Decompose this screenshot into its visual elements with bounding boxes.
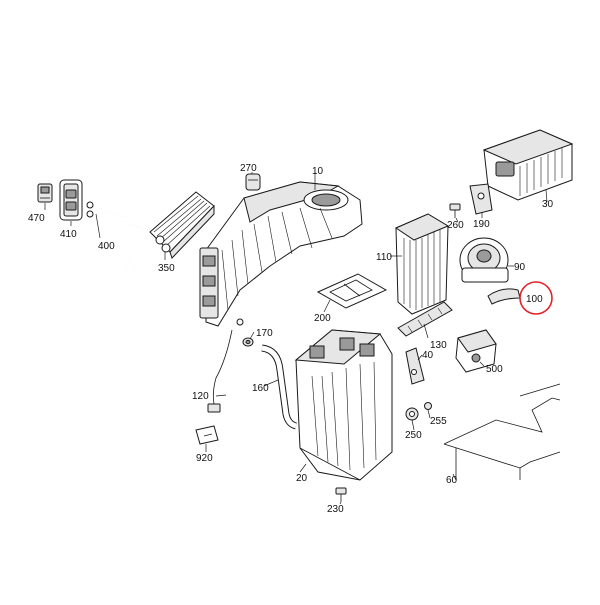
part-100-cover [487,288,521,305]
part-60-insulation-mat [443,383,561,480]
callout-260: 260 [447,220,464,231]
part-260-screw [449,203,461,218]
callout-200: 200 [314,313,331,324]
callout-250: 250 [405,430,422,441]
part-500-actuator [455,329,497,373]
part-120-sensor [207,329,233,413]
part-110-filter [394,213,450,315]
part-30-heater-unit [482,129,574,201]
leader-lines [44,172,548,505]
callout-410: 410 [60,229,77,240]
part-270-cap [245,173,261,191]
part-90-blower-motor [459,237,509,283]
part-920-connector [195,425,219,445]
callout-400: 400 [98,241,115,252]
part-470-connector [37,183,53,203]
callout-230: 230 [327,504,344,515]
callout-30: 30 [542,199,554,210]
callout-60: 60 [446,475,458,486]
callout-labels: 470 410 400 350 270 10 110 30 190 260 90… [28,163,554,515]
callout-110: 110 [376,252,392,263]
callout-255: 255 [430,416,447,427]
callout-40: 40 [422,350,434,361]
callout-10: 10 [312,166,324,177]
callout-20: 20 [296,473,308,484]
part-350-evaporator [149,191,215,259]
callout-190: 190 [473,219,490,230]
part-170-grommet [242,337,254,347]
part-410-seal [59,179,83,221]
callout-120: 120 [192,391,209,402]
part-230-screw [335,487,347,502]
part-10-upper-housing [199,181,363,327]
part-400-pipes [86,201,151,275]
callout-500: 500 [486,364,503,375]
callout-350: 350 [158,263,175,274]
callout-470: 470 [28,213,45,224]
part-160-hose [261,344,298,430]
callout-90: 90 [514,262,526,273]
part-20-lower-housing [294,329,393,481]
part-250-gear [405,407,419,421]
part-40-bracket [405,347,425,385]
callout-160: 160 [252,383,269,394]
part-130-seal-strip [397,301,453,337]
part-200-gasket [316,273,388,309]
highlight-ring [519,281,553,315]
part-255-clip [424,402,432,410]
part-190-bracket [469,183,493,215]
callout-270: 270 [240,163,257,174]
callout-130: 130 [430,340,447,351]
callout-920: 920 [196,453,213,464]
callout-170: 170 [256,328,273,339]
callout-100: 100 [526,294,543,305]
